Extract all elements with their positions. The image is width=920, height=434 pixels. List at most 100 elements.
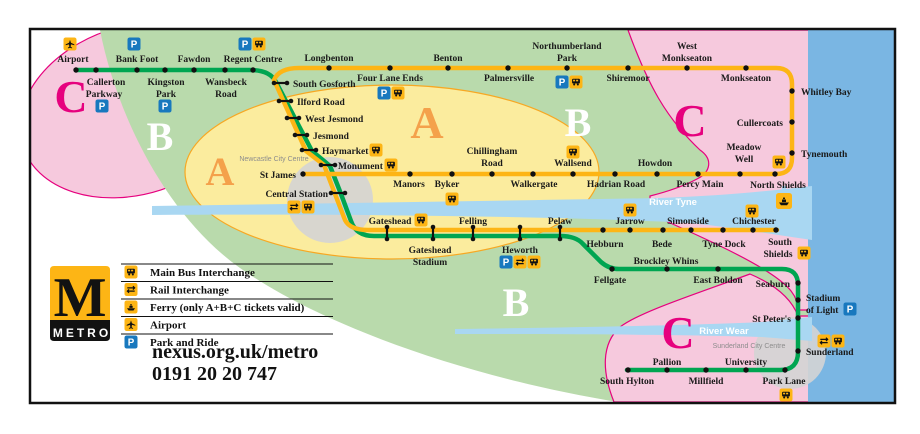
station-wallsend[interactable]: Wallsend bbox=[554, 145, 592, 177]
bus-icon bbox=[566, 145, 580, 159]
station-chichester[interactable]: Chichester bbox=[732, 204, 777, 233]
zone-letter-b: B bbox=[147, 114, 174, 159]
station-st-peter-s[interactable]: St Peter's bbox=[752, 315, 801, 325]
station-percy-main[interactable]: Percy Main bbox=[676, 171, 724, 190]
station-marker bbox=[660, 227, 666, 233]
station-monument[interactable]: Monument bbox=[318, 158, 398, 173]
station-hebburn[interactable]: Hebburn bbox=[587, 227, 625, 250]
p-icon: P bbox=[124, 335, 138, 349]
station-walkergate[interactable]: Walkergate bbox=[511, 171, 558, 190]
station-park-lane[interactable]: Park Lane bbox=[762, 367, 806, 402]
station-east-boldon[interactable]: East Boldon bbox=[693, 266, 743, 286]
station-palmersville[interactable]: Palmersville bbox=[484, 65, 534, 84]
station-tynemouth[interactable]: Tynemouth bbox=[789, 150, 848, 160]
station-airport[interactable]: Airport bbox=[57, 37, 89, 73]
station-ilford-road[interactable]: Ilford Road bbox=[276, 98, 346, 108]
station-jesmond[interactable]: Jesmond bbox=[292, 132, 350, 142]
station-south-gosforth[interactable]: South Gosforth bbox=[271, 80, 357, 90]
station-millfield[interactable]: Millfield bbox=[689, 367, 725, 387]
station-label: Simonside bbox=[667, 217, 709, 227]
station-label: West bbox=[677, 42, 698, 52]
bus-icon bbox=[384, 158, 398, 172]
station-st-james[interactable]: St James bbox=[260, 171, 306, 181]
station-byker[interactable]: Byker bbox=[435, 171, 461, 206]
station-marker bbox=[134, 67, 140, 73]
station-marker bbox=[162, 67, 168, 73]
station-whitley-bay[interactable]: Whitley Bay bbox=[789, 88, 852, 98]
station-seaburn[interactable]: Seaburn bbox=[756, 280, 801, 290]
station-bede[interactable]: Bede bbox=[652, 227, 672, 250]
station-hadrian-road[interactable]: Hadrian Road bbox=[587, 171, 646, 190]
bus-icon bbox=[369, 143, 383, 157]
station-university[interactable]: University bbox=[725, 358, 767, 373]
station-manors[interactable]: Manors bbox=[393, 171, 425, 190]
station-pelaw[interactable]: Pelaw bbox=[548, 217, 572, 242]
station-label: Chillingham bbox=[467, 147, 518, 157]
rail-icon bbox=[287, 200, 301, 214]
station-marker-dot bbox=[342, 190, 348, 196]
bus-icon bbox=[831, 334, 845, 348]
station-gateshead[interactable]: Gateshead bbox=[369, 213, 428, 242]
station-central-station[interactable]: Central Station bbox=[265, 190, 348, 214]
station-jarrow[interactable]: Jarrow bbox=[615, 203, 645, 233]
station-haymarket[interactable]: Haymarket bbox=[299, 143, 383, 158]
station-label: Shields bbox=[763, 250, 792, 260]
station-shiremoor[interactable]: Shiremoor bbox=[606, 65, 650, 84]
station-label: Parkway bbox=[86, 90, 123, 100]
bus-icon bbox=[623, 203, 637, 217]
station-west-jesmond[interactable]: West Jesmond bbox=[284, 115, 364, 125]
station-label: Hadrian Road bbox=[587, 180, 646, 190]
station-monkseaton[interactable]: Monkseaton bbox=[721, 65, 772, 84]
station-sunderland[interactable]: Sunderland bbox=[795, 334, 854, 359]
station-label: Airport bbox=[57, 55, 89, 65]
p-icon: P bbox=[95, 99, 109, 113]
station-simonside[interactable]: Simonside bbox=[667, 217, 709, 233]
station-tyne-dock[interactable]: Tyne Dock bbox=[702, 227, 746, 250]
rail-icon bbox=[817, 334, 831, 348]
p-icon: P bbox=[843, 302, 857, 316]
station-marker-dot bbox=[517, 236, 523, 242]
station-marker-dot bbox=[304, 132, 310, 138]
station-marker bbox=[625, 65, 631, 71]
station-north-shields[interactable]: North Shields bbox=[750, 171, 806, 191]
station-label: Tynemouth bbox=[801, 150, 848, 160]
station-marker bbox=[609, 266, 615, 272]
bus-icon bbox=[124, 265, 138, 279]
bus-icon bbox=[445, 192, 459, 206]
station-fawdon[interactable]: Fawdon bbox=[178, 55, 211, 73]
station-pallion[interactable]: Pallion bbox=[653, 358, 682, 373]
station-label: South bbox=[768, 238, 792, 248]
station-longbenton[interactable]: Longbenton bbox=[304, 54, 354, 71]
bus-icon bbox=[527, 255, 541, 269]
station-label: Gateshead bbox=[369, 217, 412, 227]
station-marker bbox=[73, 67, 79, 73]
station-south-hylton[interactable]: South Hylton bbox=[600, 367, 655, 387]
station-howdon[interactable]: Howdon bbox=[638, 159, 673, 177]
yellow-line bbox=[271, 65, 795, 233]
station-marker bbox=[191, 67, 197, 73]
bus-icon bbox=[772, 155, 786, 169]
station-brockley-whins[interactable]: Brockley Whins bbox=[634, 257, 699, 272]
station-felling[interactable]: Felling bbox=[459, 217, 487, 242]
station-cullercoats[interactable]: Cullercoats bbox=[737, 119, 795, 129]
station-benton[interactable]: Benton bbox=[433, 54, 463, 71]
station-fellgate[interactable]: Fellgate bbox=[594, 266, 626, 286]
